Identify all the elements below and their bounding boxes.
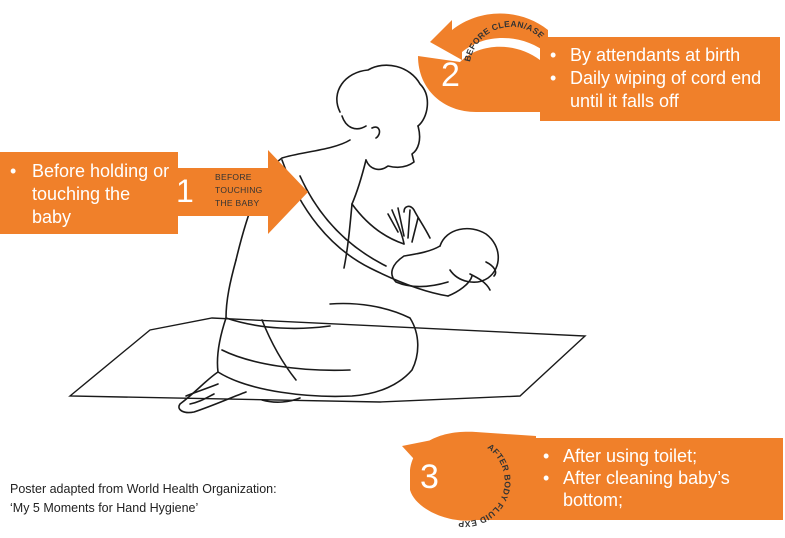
moment3-item: After cleaning baby’s bottom; bbox=[537, 467, 779, 511]
moment1-label-line: BEFORE bbox=[215, 172, 252, 182]
moment1-label: BEFORE TOUCHING THE BABY bbox=[215, 171, 295, 210]
moment3-arrow bbox=[410, 431, 536, 521]
moment3-number: 3 bbox=[420, 458, 439, 496]
source-caption: Poster adapted from World Health Organiz… bbox=[10, 480, 277, 518]
moment2-box: By attendants at birth Daily wiping of c… bbox=[540, 37, 780, 121]
caption-line: Poster adapted from World Health Organiz… bbox=[10, 482, 277, 496]
mat bbox=[68, 317, 587, 403]
moment1-arrow bbox=[172, 150, 308, 234]
moment2-arrow bbox=[430, 13, 548, 60]
mother-figure bbox=[178, 64, 473, 414]
moment1-number: 1 bbox=[176, 173, 194, 209]
moment1-label-line: TOUCHING bbox=[215, 185, 263, 195]
moment2-item: Daily wiping of cord end until it falls … bbox=[544, 67, 776, 113]
moment3-box: After using toilet; After cleaning baby’… bbox=[533, 438, 783, 520]
moment1-item: Before holding or touching the baby bbox=[4, 160, 174, 229]
moment1-label-line: THE BABY bbox=[215, 198, 260, 208]
caption-line: ‘My 5 Moments for Hand Hygiene’ bbox=[10, 501, 199, 515]
moment2-number: 2 bbox=[441, 56, 460, 94]
moment3-arrow-head bbox=[402, 440, 432, 470]
baby-figure bbox=[391, 205, 500, 291]
moment2-badge bbox=[418, 46, 540, 112]
moment1-box: Before holding or touching the baby bbox=[0, 152, 178, 234]
moment3-item: After using toilet; bbox=[537, 445, 779, 467]
moment2-item: By attendants at birth bbox=[544, 44, 776, 67]
